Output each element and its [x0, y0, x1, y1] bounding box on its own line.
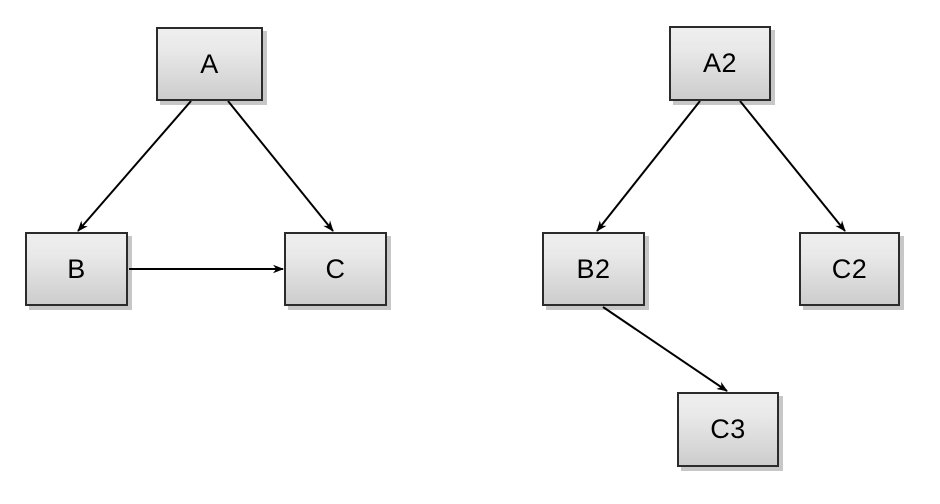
node-c3[interactable]: C3 [677, 392, 779, 467]
node-label: C2 [831, 253, 868, 284]
edges [77, 100, 846, 392]
node-c[interactable]: C [284, 232, 387, 306]
node-c2[interactable]: C2 [799, 232, 900, 306]
edge-a-to-b[interactable] [77, 100, 192, 232]
node-b[interactable]: B [25, 232, 128, 306]
node-b2[interactable]: B2 [542, 232, 645, 306]
node-a2[interactable]: A2 [669, 26, 771, 101]
node-label: B [67, 253, 86, 284]
node-label: A [200, 48, 219, 79]
node-label: C [325, 253, 346, 284]
edge-a2-to-b2[interactable] [596, 100, 701, 232]
edge-b2-to-c3[interactable] [602, 306, 728, 392]
node-label: B2 [576, 253, 611, 284]
node-a[interactable]: A [156, 27, 263, 101]
edge-a2-to-c2[interactable] [739, 100, 846, 232]
edge-a-to-c[interactable] [227, 100, 334, 232]
node-label: A2 [702, 48, 738, 78]
node-label: C3 [710, 414, 746, 444]
